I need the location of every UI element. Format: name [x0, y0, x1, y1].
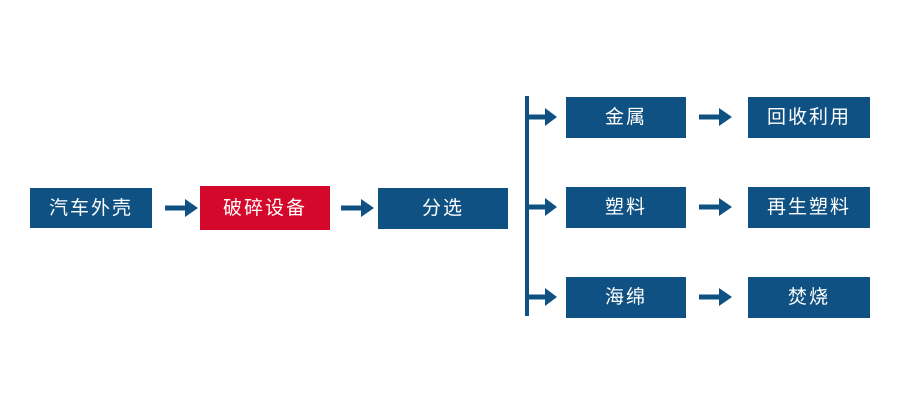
- node-metal-outcome-recycle[interactable]: 回收利用: [748, 97, 870, 138]
- node-sponge-outcome-incineration[interactable]: 焚烧: [748, 277, 870, 318]
- node-sponge[interactable]: 海绵: [566, 277, 686, 318]
- node-sorting[interactable]: 分选: [378, 188, 508, 229]
- branch-spine-line: [525, 96, 529, 316]
- node-plastic[interactable]: 塑料: [566, 187, 686, 228]
- arrow-input-to-crusher: [165, 197, 199, 219]
- node-plastic-outcome-regenerated[interactable]: 再生塑料: [748, 187, 870, 228]
- node-input-auto-shell[interactable]: 汽车外壳: [30, 188, 152, 228]
- arrow-branch-to-plastic: [528, 196, 558, 218]
- arrow-crusher-to-sorting: [341, 197, 375, 219]
- arrow-metal-to-recycle: [699, 106, 733, 128]
- arrow-branch-to-metal: [528, 106, 558, 128]
- arrow-sponge-to-incineration: [699, 286, 733, 308]
- arrow-branch-to-sponge: [528, 286, 558, 308]
- arrow-plastic-to-regenerated: [699, 196, 733, 218]
- node-metal[interactable]: 金属: [566, 97, 686, 138]
- node-crusher-equipment[interactable]: 破碎设备: [200, 186, 330, 230]
